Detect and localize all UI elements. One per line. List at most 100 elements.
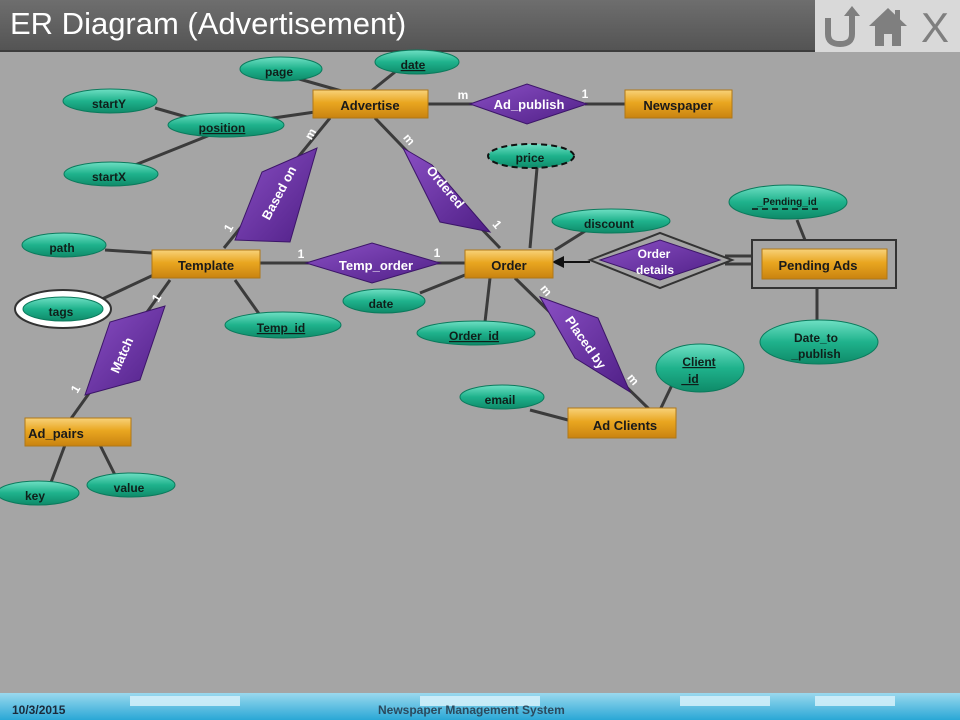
attribute-email-label: email: [485, 393, 516, 407]
u-turn-back-icon: [825, 6, 860, 48]
footer-decoration: [680, 696, 770, 706]
entity-advertise[interactable]: Advertise: [312, 89, 429, 119]
relationship-ad-publish-label: Ad_publish: [494, 97, 565, 112]
attribute-date-to-publish[interactable]: Date_to _publish: [759, 319, 879, 365]
footer-bar: 10/3/2015 Newspaper Management System: [0, 693, 960, 720]
line-startx-position: [134, 133, 211, 167]
relationship-temp-order[interactable]: Temp_order: [304, 242, 442, 284]
home-icon: [869, 8, 907, 46]
cardinality-ad-publish-1: 1: [582, 87, 589, 101]
attribute-order-id-label: Order_id: [449, 329, 499, 343]
line-adpairs-key: [48, 444, 67, 486]
attribute-discount[interactable]: discount: [551, 208, 671, 234]
attribute-value-label: value: [114, 481, 145, 495]
cardinality-ad-publish-m: m: [458, 88, 469, 102]
entity-pending-ads[interactable]: Pending Ads: [751, 239, 897, 289]
navigation-area: X: [815, 0, 960, 52]
attribute-page[interactable]: page: [239, 56, 323, 82]
close-label: X: [921, 4, 949, 48]
line-price-order: [528, 167, 539, 249]
attribute-email[interactable]: email: [459, 384, 545, 410]
attribute-value[interactable]: value: [86, 472, 176, 498]
footer-decoration: [130, 696, 240, 706]
attribute-date-order-label: date: [369, 297, 394, 311]
relationship-based-on[interactable]: Based on: [234, 147, 318, 243]
relationship-ordered[interactable]: Ordered: [401, 146, 492, 233]
attribute-path[interactable]: path: [21, 232, 107, 258]
attribute-path-label: path: [49, 241, 74, 255]
entity-order-label: Order: [491, 258, 526, 273]
attribute-price[interactable]: price: [487, 143, 575, 169]
entity-template[interactable]: Template: [151, 249, 261, 279]
relationship-order-details-label-1: Order: [638, 247, 671, 261]
line-email-adclients: [529, 408, 569, 422]
page-title: ER Diagram (Advertisement): [10, 6, 407, 41]
attribute-temp-id-label: Temp_id: [257, 321, 305, 335]
attribute-pending-id-label: _Pending_id: [756, 197, 816, 208]
back-button[interactable]: [820, 4, 862, 48]
relationship-order-details[interactable]: Order details: [587, 231, 735, 290]
title-bar: ER Diagram (Advertisement): [0, 0, 815, 52]
attribute-tags-label: tags: [49, 305, 74, 319]
line-date-advertise: [369, 70, 396, 94]
attribute-position[interactable]: position: [167, 112, 285, 138]
attribute-pending-id[interactable]: _Pending_id: [728, 184, 848, 220]
attribute-date-to-publish-label-2: _publish: [790, 347, 840, 361]
home-button[interactable]: [867, 4, 909, 48]
entity-order[interactable]: Order: [464, 249, 554, 279]
footer-decoration: [815, 696, 895, 706]
entity-newspaper[interactable]: Newspaper: [624, 89, 733, 119]
attribute-startx-label: startX: [92, 170, 126, 184]
line-path-template: [104, 248, 153, 255]
order-details-arrow: [552, 256, 590, 268]
cardinality-temp-order-1a: 1: [298, 247, 305, 261]
entity-ad-pairs[interactable]: Ad_pairs: [24, 417, 132, 447]
attribute-price-label: price: [516, 151, 545, 165]
attribute-date-advertise-label: date: [401, 58, 426, 72]
attribute-date-to-publish-label-1: Date_to: [794, 331, 838, 345]
relationship-match[interactable]: Match: [84, 305, 166, 396]
footer-title: Newspaper Management System: [378, 703, 565, 717]
entity-ad-clients[interactable]: Ad Clients: [567, 407, 677, 439]
line-order-orderid: [483, 277, 492, 323]
entity-newspaper-label: Newspaper: [643, 98, 712, 113]
attribute-order-id[interactable]: Order_id: [416, 320, 536, 346]
relationship-placed-by[interactable]: Placed by: [538, 296, 632, 394]
line-order-date: [419, 273, 466, 295]
entity-ad-clients-label: Ad Clients: [593, 418, 657, 433]
close-button[interactable]: X: [915, 4, 955, 51]
line-pendingid-pendingads: [795, 219, 807, 241]
cardinality-based-on-1: 1: [221, 221, 237, 234]
footer-date: 10/3/2015: [12, 703, 66, 717]
attribute-starty[interactable]: startY: [62, 88, 158, 114]
line-adpairs-value: [98, 444, 117, 476]
cardinality-ordered-1: 1: [490, 217, 505, 231]
attribute-discount-label: discount: [584, 217, 634, 231]
attribute-client-id-label-1: Client: [682, 355, 715, 369]
cardinality-match-1b: 1: [68, 382, 84, 395]
line-template-tempid: [233, 279, 264, 319]
entity-pending-ads-label: Pending Ads: [779, 258, 858, 273]
footer-decoration: [420, 696, 540, 706]
line-tags-template: [99, 270, 161, 302]
attribute-temp-id[interactable]: Temp_id: [224, 311, 342, 339]
attribute-key-label: key: [25, 489, 45, 503]
attribute-date-order[interactable]: date: [342, 288, 426, 314]
attribute-date-advertise[interactable]: date: [374, 49, 460, 75]
entity-ad-pairs-label: Ad_pairs: [28, 426, 84, 441]
attribute-tags[interactable]: tags: [14, 289, 112, 329]
relationship-order-details-label-2: details: [636, 263, 674, 277]
attribute-key[interactable]: key: [0, 480, 80, 506]
relationship-temp-order-label: Temp_order: [339, 258, 413, 273]
attribute-client-id-label-2: _id: [680, 372, 698, 386]
cardinality-temp-order-1b: 1: [434, 246, 441, 260]
relationship-ad-publish[interactable]: Ad_publish: [468, 83, 589, 125]
attribute-client-id[interactable]: Client _id: [655, 343, 745, 393]
attribute-page-label: page: [265, 65, 293, 79]
attribute-startx[interactable]: startX: [63, 161, 159, 187]
attribute-starty-label: startY: [92, 97, 126, 111]
cardinality-based-on-m: m: [302, 126, 319, 142]
close-icon: X: [921, 4, 949, 51]
entity-advertise-label: Advertise: [340, 98, 399, 113]
